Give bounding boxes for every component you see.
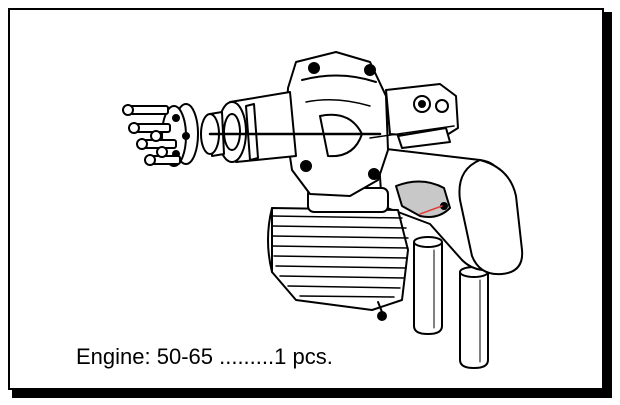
engine-illustration bbox=[122, 51, 524, 369]
crank-housing bbox=[285, 51, 389, 197]
parts-caption: Engine: 50-65 .........1 pcs. bbox=[76, 344, 333, 369]
prop-hub bbox=[200, 91, 382, 163]
cylinder-block bbox=[267, 187, 409, 321]
prop-spacer bbox=[161, 103, 199, 167]
figure-frame: Engine: 50-65 .........1 pcs. bbox=[8, 8, 604, 390]
muffler bbox=[377, 147, 524, 276]
exhaust-pipes bbox=[413, 236, 489, 369]
mounting-bolts bbox=[122, 104, 181, 166]
carburetor bbox=[369, 83, 459, 149]
